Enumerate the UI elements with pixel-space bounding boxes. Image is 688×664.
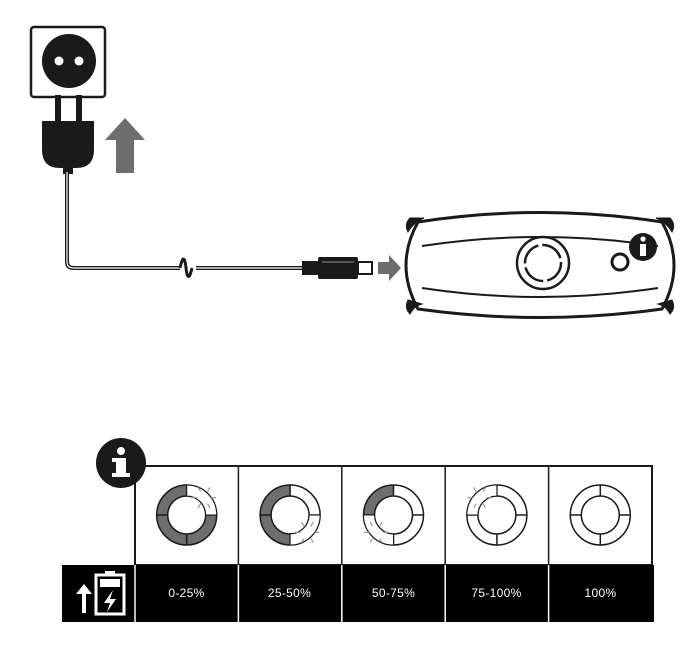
device-body — [404, 211, 676, 319]
blink-ray — [310, 538, 314, 544]
blink-ray — [207, 503, 211, 509]
wall-socket-icon — [29, 25, 107, 99]
column-dividers — [237, 466, 550, 565]
blink-ray — [300, 538, 305, 544]
blink-ray — [473, 503, 477, 509]
blink-ray — [207, 486, 211, 492]
charge-rings — [155, 484, 632, 546]
charge-label: 75-100% — [471, 586, 522, 600]
blink-ray — [379, 538, 383, 544]
usb-connector — [302, 257, 373, 279]
charge-label: 25-50% — [267, 586, 312, 600]
blink-ray — [473, 486, 477, 492]
blink-ray — [482, 503, 487, 509]
ring-filled-segment — [260, 485, 291, 545]
blink-ray — [482, 486, 487, 492]
blink-ray — [310, 521, 314, 527]
arrow-up-icon — [105, 118, 145, 173]
blinking-segment-indicator — [186, 484, 218, 516]
charge-label: 0-25% — [168, 586, 205, 600]
ring-filled-segment — [156, 485, 217, 545]
blinking-segment-indicator — [289, 514, 321, 546]
charge-level-table — [62, 465, 654, 622]
charging-cable — [65, 172, 304, 278]
charge-ring — [466, 484, 528, 546]
info-icon — [629, 233, 657, 261]
charge-ring — [155, 484, 218, 546]
blink-ray — [197, 503, 202, 509]
charge-label: 100% — [584, 586, 617, 600]
charging-illustration — [29, 25, 676, 319]
info-icon — [96, 438, 146, 488]
blinking-segment-indicator — [362, 514, 394, 546]
blink-ray — [369, 521, 374, 527]
power-plug-icon — [42, 95, 94, 174]
blinking-segment-indicator — [466, 484, 498, 516]
battery-charging-icon — [76, 571, 126, 616]
charge-ring — [569, 484, 632, 546]
label-dividers — [134, 565, 550, 622]
arrow-right-icon — [378, 255, 401, 281]
charge-label: 50-75% — [371, 586, 416, 600]
charge-ring — [362, 484, 425, 546]
blink-ray — [197, 486, 202, 492]
charge-ring — [259, 484, 321, 546]
blink-ray — [369, 538, 374, 544]
blink-ray — [300, 521, 305, 527]
ring-filled-segment — [363, 485, 394, 515]
blink-ray — [379, 521, 383, 527]
label-bar — [62, 565, 654, 622]
